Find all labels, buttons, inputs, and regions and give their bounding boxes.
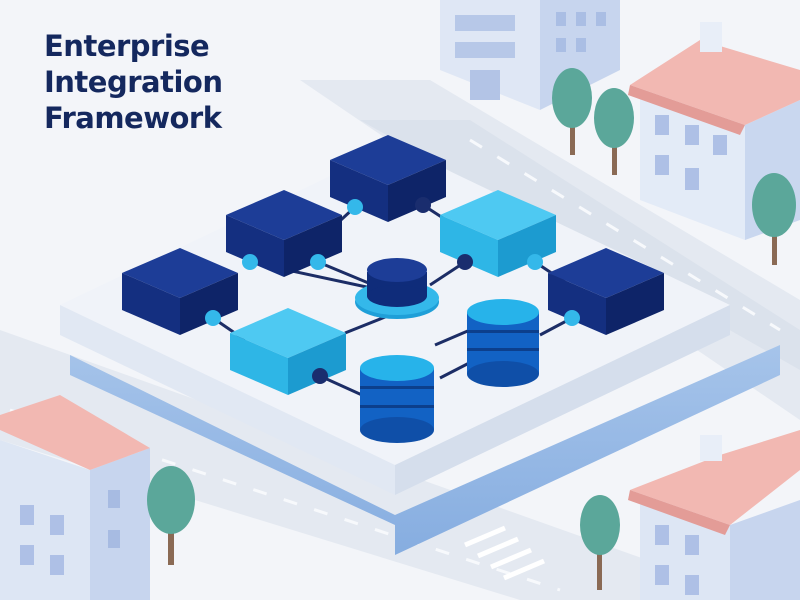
tree <box>580 495 620 590</box>
database-cylinder <box>360 355 434 443</box>
building-bottom-left <box>0 395 150 600</box>
building-top <box>440 0 620 110</box>
title-line-1: Enterprise <box>44 29 210 63</box>
trees <box>147 68 796 590</box>
integration-hub <box>355 258 439 319</box>
tree <box>594 88 634 175</box>
database-cylinder <box>467 299 539 387</box>
connector-nodes <box>205 197 580 384</box>
title-line-3: Framework <box>44 101 222 135</box>
page-title: Enterprise Integration Framework <box>44 28 223 136</box>
service-block-dark <box>226 190 342 277</box>
service-block-dark <box>122 248 238 335</box>
crosswalk <box>464 525 545 581</box>
tree <box>752 173 796 265</box>
title-line-2: Integration <box>44 65 223 99</box>
building-bottom-right <box>628 430 800 600</box>
service-block-light <box>440 190 556 277</box>
service-block-dark <box>548 248 664 335</box>
service-block-light <box>230 308 346 395</box>
water-channel <box>70 345 780 555</box>
tree <box>147 466 195 565</box>
tree <box>552 68 592 155</box>
service-block-dark <box>330 135 446 222</box>
